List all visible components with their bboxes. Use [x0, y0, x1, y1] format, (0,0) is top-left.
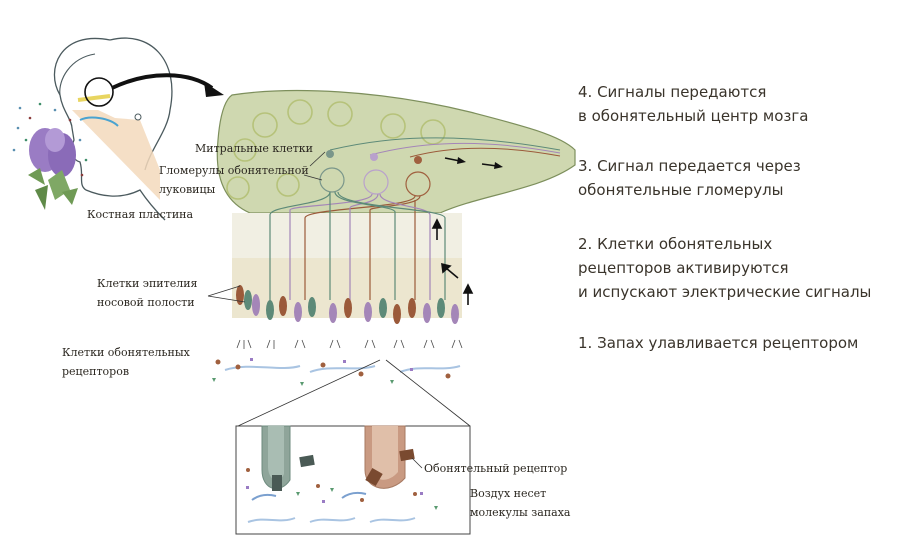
label-glomeruli-line2: луковицы [159, 183, 216, 196]
label-glomeruli-line1: Гломерулы обонятельной [159, 164, 309, 177]
signal-arrows [431, 218, 474, 305]
step-2-line2: рецепторов активируются [578, 259, 789, 277]
label-air-line2: молекулы запаха [470, 506, 571, 519]
zoom-arrow [111, 73, 214, 90]
cribriform-plate [232, 213, 462, 258]
step-1-line1: 1. Запах улавливается рецептором [578, 334, 859, 352]
lilac-flower-icon [28, 128, 78, 210]
odor-particles [12, 102, 88, 177]
step-2: 2. Клетки обонятельных рецепторов активи… [578, 232, 871, 304]
step-2-line1: 2. Клетки обонятельных [578, 235, 773, 253]
label-receptor-cells-line1: Клетки обонятельных [62, 346, 190, 359]
receptor-protein-brown [399, 448, 415, 462]
label-olfactory-receptor: Обонятельный рецептор [424, 462, 568, 475]
step-4-line2: в обонятельный центр мозга [578, 107, 809, 125]
cilia [236, 339, 463, 349]
label-air-line1: Воздух несет [470, 487, 547, 500]
receptor-axons [269, 191, 446, 300]
label-epithelial-line1: Клетки эпителия [97, 277, 198, 290]
step-3-line1: 3. Сигнал передается через [578, 157, 801, 175]
receptor-inset [235, 425, 471, 535]
step-2-line3: и испускают электрические сигналы [578, 283, 872, 301]
leader-lines [207, 151, 471, 427]
head-illustration [53, 37, 173, 221]
step-4: 4. Сигналы передаются в обонятельный цен… [578, 80, 808, 128]
airflow [224, 365, 461, 373]
step-4-line1: 4. Сигналы передаются [578, 83, 767, 101]
label-receptor-cells-line2: рецепторов [62, 365, 130, 378]
odor-molecules [212, 358, 451, 386]
olfactory-bulb [216, 89, 576, 214]
receptor-cells [236, 285, 459, 324]
step-3-line2: обонятельные гломерулы [578, 181, 784, 199]
step-3: 3. Сигнал передается через обонятельные … [578, 154, 801, 202]
label-mitral-cells: Митральные клетки [195, 142, 314, 155]
label-epithelial-line2: носовой полости [97, 296, 195, 309]
label-cribriform-plate: Костная пластина [87, 208, 194, 221]
magnifier-circle [84, 77, 114, 107]
step-1: 1. Запах улавливается рецептором [578, 331, 858, 355]
receptor-protein-green [299, 454, 315, 468]
